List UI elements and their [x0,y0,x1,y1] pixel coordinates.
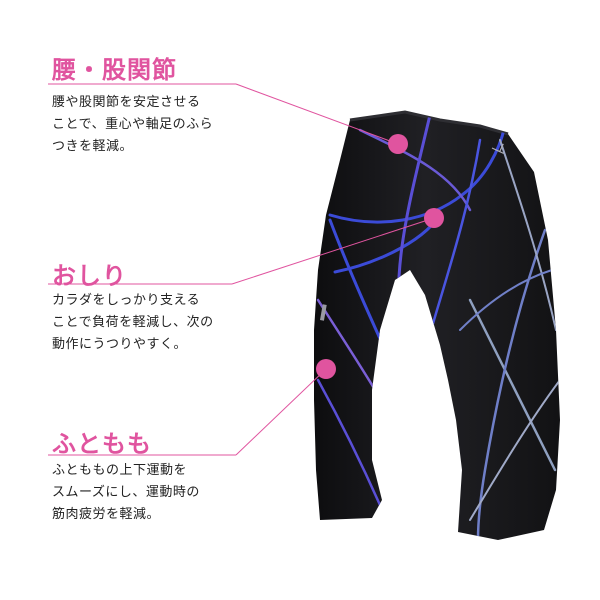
leader-line-thigh-diagonal [235,368,327,456]
support-line-right-1 [468,298,557,472]
feature-description-buttocks: カラダをしっかり支える ことで負荷を軽減し、次の 動作にうつりやすく。 [52,290,252,356]
description-line: スムーズにし、運動時の [52,485,200,500]
feature-heading-buttocks: おしり [52,262,127,290]
support-line-right-4 [459,269,553,331]
callout-leaders [48,83,435,456]
feature-heading-hip: 腰・股関節 [52,56,177,84]
description-line: 動作にうつりやすく。 [52,337,188,352]
support-line-waist [358,128,472,212]
description-line: ことで、重心や軸足のふら [52,117,214,132]
description-line: ふとももの上下運動を [52,463,188,478]
marker-dot-thigh [316,359,336,379]
description-line: 筋肉疲労を軽減。 [52,507,161,522]
support-line-left-1 [316,378,382,507]
waistband-edge [349,110,509,136]
marker-dot-butt [424,208,444,228]
support-line-right-5 [469,379,560,521]
brand-logo-mark [491,143,504,154]
callout-markers [316,134,444,379]
support-line-right-3 [499,139,557,331]
feature-heading-thigh: ふともも [52,430,152,458]
support-line-right-2 [476,228,547,540]
feature-description-hip: 腰や股関節を安定させる ことで、重心や軸足のふら つきを軽減。 [52,92,252,158]
side-logo-mark [320,304,327,321]
marker-dot-hip [388,134,408,154]
leader-line-butt-diagonal [231,217,435,285]
compression-shorts [314,110,560,540]
leader-line-hip-diagonal [235,83,399,145]
description-line: ことで負荷を軽減し、次の [52,315,214,330]
feature-description-thigh: ふとももの上下運動を スムーズにし、運動時の 筋肉疲労を軽減。 [52,460,252,526]
description-line: 腰や股関節を安定させる [52,95,201,110]
description-line: カラダをしっかり支える [52,293,201,308]
shorts-body [314,112,560,540]
description-line: つきを軽減。 [52,139,134,154]
